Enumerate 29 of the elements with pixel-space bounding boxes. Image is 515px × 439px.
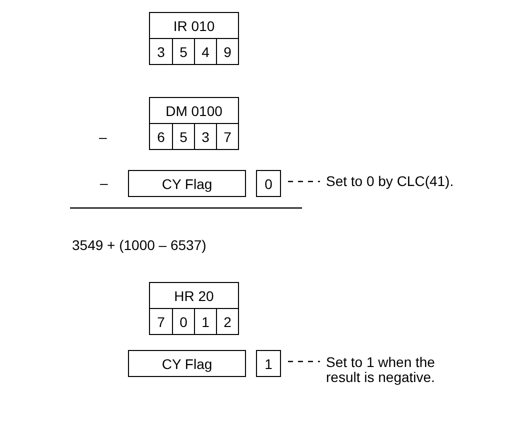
formula-text: 3549 + (1000 – 6537) xyxy=(72,237,206,253)
register-digit: 7 xyxy=(216,123,238,149)
flag-name-box: CY Flag xyxy=(128,170,246,197)
note-text: Set to 0 by CLC(41). xyxy=(326,174,476,189)
flag-value-box: 0 xyxy=(256,170,281,197)
register-digit: 6 xyxy=(150,123,172,149)
register-digit: 3 xyxy=(194,123,216,149)
flag-name-box: CY Flag xyxy=(128,350,246,377)
register-table xyxy=(149,97,239,150)
register-digit: 0 xyxy=(172,308,194,334)
register-name: DM 0100 xyxy=(164,102,224,120)
register-name: IR 010 xyxy=(172,16,216,36)
register-digit: 7 xyxy=(150,308,172,334)
register-table xyxy=(149,282,239,335)
dashed-leader-line xyxy=(288,360,320,362)
register-name: HR 20 xyxy=(173,286,215,306)
register-digit: 3 xyxy=(150,38,172,64)
register-digit: 1 xyxy=(194,308,216,334)
note-text: Set to 1 when the result is negative. xyxy=(326,355,454,385)
register-digit: 2 xyxy=(216,308,238,334)
register-digit: 5 xyxy=(172,38,194,64)
register-table xyxy=(149,12,239,65)
flag-value-box: 1 xyxy=(256,350,281,377)
register-digit: 4 xyxy=(194,38,216,64)
minus-sign: – xyxy=(100,175,108,191)
minus-sign: – xyxy=(99,129,107,145)
dashed-leader-line xyxy=(288,180,320,182)
register-digit: 9 xyxy=(216,38,238,64)
register-digit: 5 xyxy=(172,123,194,149)
